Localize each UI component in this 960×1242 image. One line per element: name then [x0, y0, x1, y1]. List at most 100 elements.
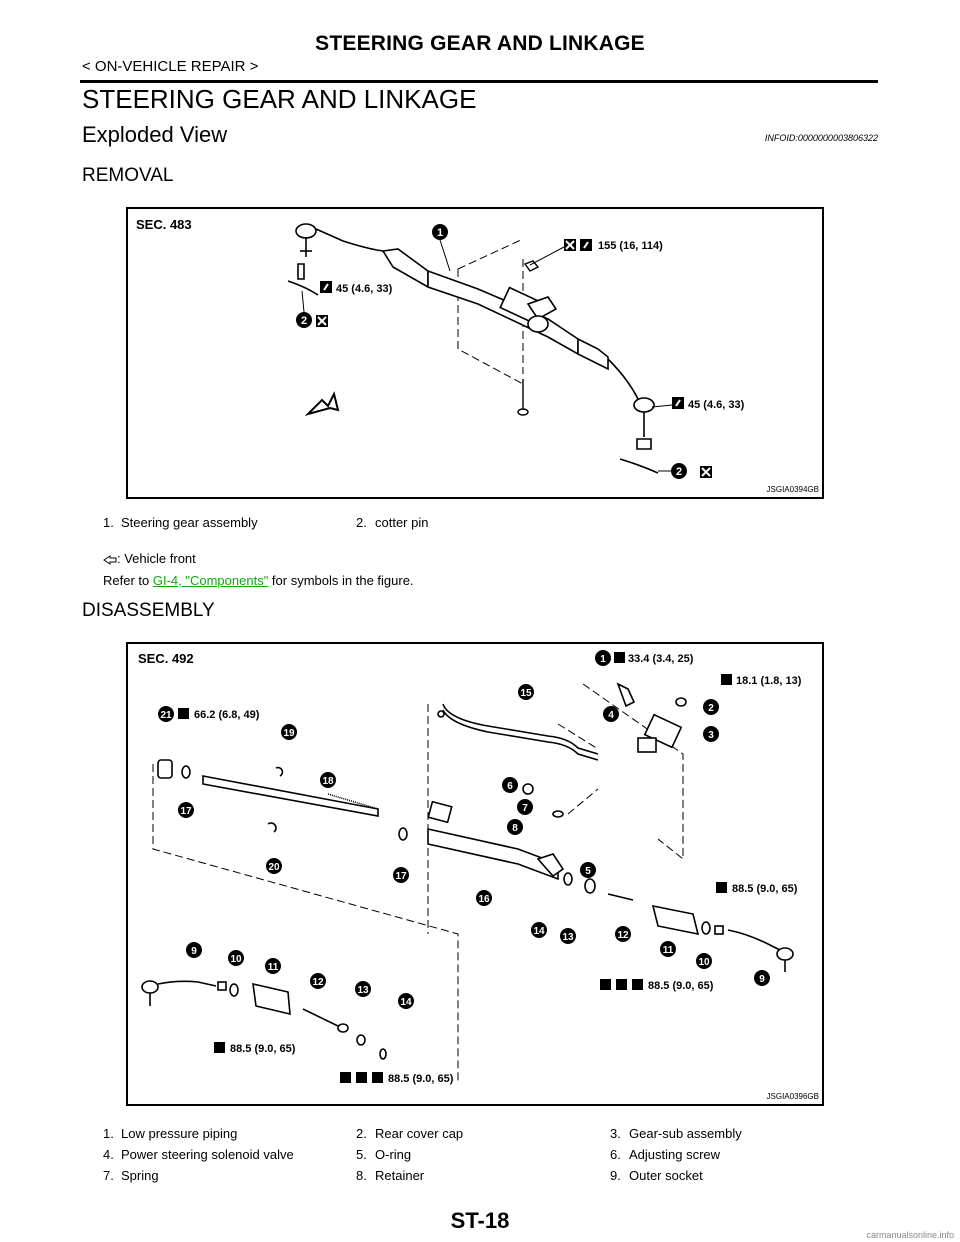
- legend-label: Steering gear assembly: [121, 515, 258, 530]
- legend-row: 1.Low pressure piping 2.Rear cover cap 3…: [103, 1126, 742, 1141]
- components-link[interactable]: GI-4, "Components": [152, 573, 269, 588]
- torque-icon: [178, 708, 189, 719]
- legend-row: 4.Power steering solenoid valve 5.O-ring…: [103, 1147, 721, 1162]
- locking-sealant-icon: [356, 1072, 367, 1083]
- svg-text:11: 11: [663, 945, 674, 956]
- svg-text:13: 13: [357, 985, 369, 996]
- page-number: ST-18: [450, 1208, 510, 1233]
- torque-1: 33.4 (3.4, 25): [628, 653, 694, 665]
- svg-text:14: 14: [533, 926, 545, 937]
- torque-45-right: 45 (4.6, 33): [688, 399, 745, 411]
- torque-icon: [580, 239, 592, 251]
- vehicle-front-icon: [103, 554, 117, 565]
- svg-text:20: 20: [268, 862, 280, 873]
- callout-1: 1: [595, 650, 611, 666]
- svg-text:7: 7: [522, 803, 528, 814]
- callout-1: 1: [432, 224, 451, 272]
- torque-45-left: 45 (4.6, 33): [336, 283, 393, 295]
- callout-21: 21: [158, 706, 174, 722]
- removal-diagram: SEC. 483: [136, 217, 745, 479]
- torque-icon: [721, 674, 732, 685]
- callout-5: 5: [580, 862, 596, 878]
- callout-2-left: 2: [296, 290, 312, 328]
- callout-11b: 11: [265, 958, 281, 974]
- torque-left-bottom: 88.5 (9.0, 65): [388, 1073, 454, 1085]
- disassembly-heading: DISASSEMBLY: [82, 600, 215, 621]
- disassembly-figure: SEC. 492: [126, 642, 824, 1106]
- torque-right-bottom: 88.5 (9.0, 65): [648, 980, 714, 992]
- svg-text:2: 2: [708, 703, 714, 714]
- callout-12a: 12: [615, 926, 631, 942]
- callout-9b: 9: [186, 942, 202, 958]
- callout-15: 15: [518, 684, 534, 700]
- torque-right-top: 88.5 (9.0, 65): [732, 883, 798, 895]
- removal-heading: REMOVAL: [82, 165, 174, 186]
- torque-icon: [672, 397, 684, 409]
- svg-text:5: 5: [585, 866, 591, 877]
- svg-text:10: 10: [230, 954, 242, 965]
- callout-11a: 11: [660, 941, 676, 957]
- callout-13a: 13: [560, 928, 576, 944]
- torque-icon: [372, 1072, 383, 1083]
- callout-10b: 10: [228, 950, 244, 966]
- vehicle-front-icon: [304, 391, 340, 416]
- section-title: STEERING GEAR AND LINKAGE: [82, 84, 477, 114]
- svg-text:8: 8: [512, 823, 518, 834]
- svg-text:11: 11: [268, 962, 279, 973]
- svg-text:21: 21: [160, 710, 172, 721]
- figure-code: JSGIA0396GB: [766, 1092, 819, 1101]
- figure-code: JSGIA0394GB: [766, 485, 819, 494]
- callout-6: 6: [502, 777, 518, 793]
- lube-icon: [340, 1072, 351, 1083]
- legend-label: cotter pin: [375, 515, 429, 530]
- svg-text:15: 15: [520, 688, 532, 699]
- callout-4: 4: [603, 706, 619, 722]
- torque-left-top: 88.5 (9.0, 65): [230, 1043, 296, 1055]
- torque-155: 155 (16, 114): [598, 240, 663, 252]
- svg-text:10: 10: [698, 957, 710, 968]
- page-header-title: STEERING GEAR AND LINKAGE: [315, 32, 645, 55]
- disassembly-diagram: SEC. 492: [138, 650, 802, 1085]
- svg-text:19: 19: [283, 728, 295, 739]
- callout-20: 20: [266, 858, 282, 874]
- disassembly-legend: 1.Low pressure piping 2.Rear cover cap 3…: [103, 1126, 863, 1196]
- svg-text:13: 13: [562, 932, 574, 943]
- callout-9a: 9: [754, 970, 770, 986]
- torque-icon: [320, 281, 332, 293]
- svg-text:14: 14: [400, 997, 412, 1008]
- torque-icon: [614, 652, 625, 663]
- svg-text:1: 1: [600, 654, 606, 665]
- callout-14a: 14: [531, 922, 547, 938]
- legend-num: 1.: [103, 515, 114, 530]
- locking-sealant-icon: [616, 979, 627, 990]
- svg-text:2: 2: [676, 466, 682, 478]
- callout-14b: 14: [398, 993, 414, 1009]
- legend-row: 7.Spring 8.Retainer 9.Outer socket: [103, 1168, 703, 1183]
- header-rule: [80, 80, 878, 83]
- callout-18: 18: [320, 772, 336, 788]
- callout-13b: 13: [355, 981, 371, 997]
- sec-number: SEC. 483: [136, 217, 192, 232]
- callout-7: 7: [517, 799, 533, 815]
- do-not-reuse-icon: [564, 239, 576, 251]
- svg-text:4: 4: [608, 710, 614, 721]
- callout-8: 8: [507, 819, 523, 835]
- svg-text:6: 6: [507, 781, 513, 792]
- callout-19: 19: [281, 724, 297, 740]
- callout-12b: 12: [310, 973, 326, 989]
- torque-icon: [632, 979, 643, 990]
- callout-16: 16: [476, 890, 492, 906]
- torque-21: 66.2 (6.8, 49): [194, 709, 260, 721]
- sec-number: SEC. 492: [138, 651, 194, 666]
- callout-3: 3: [703, 726, 719, 742]
- torque-icon: [716, 882, 727, 893]
- svg-text:16: 16: [478, 894, 490, 905]
- callout-2: 2: [703, 699, 719, 715]
- svg-text:18: 18: [322, 776, 334, 787]
- svg-text:12: 12: [312, 977, 324, 988]
- svg-text:9: 9: [759, 974, 765, 985]
- info-id: INFOID:0000000003806322: [764, 133, 878, 143]
- watermark: carmanualsonline.info: [866, 1230, 954, 1240]
- svg-text:2: 2: [301, 315, 307, 327]
- do-not-reuse-icon: [316, 315, 328, 327]
